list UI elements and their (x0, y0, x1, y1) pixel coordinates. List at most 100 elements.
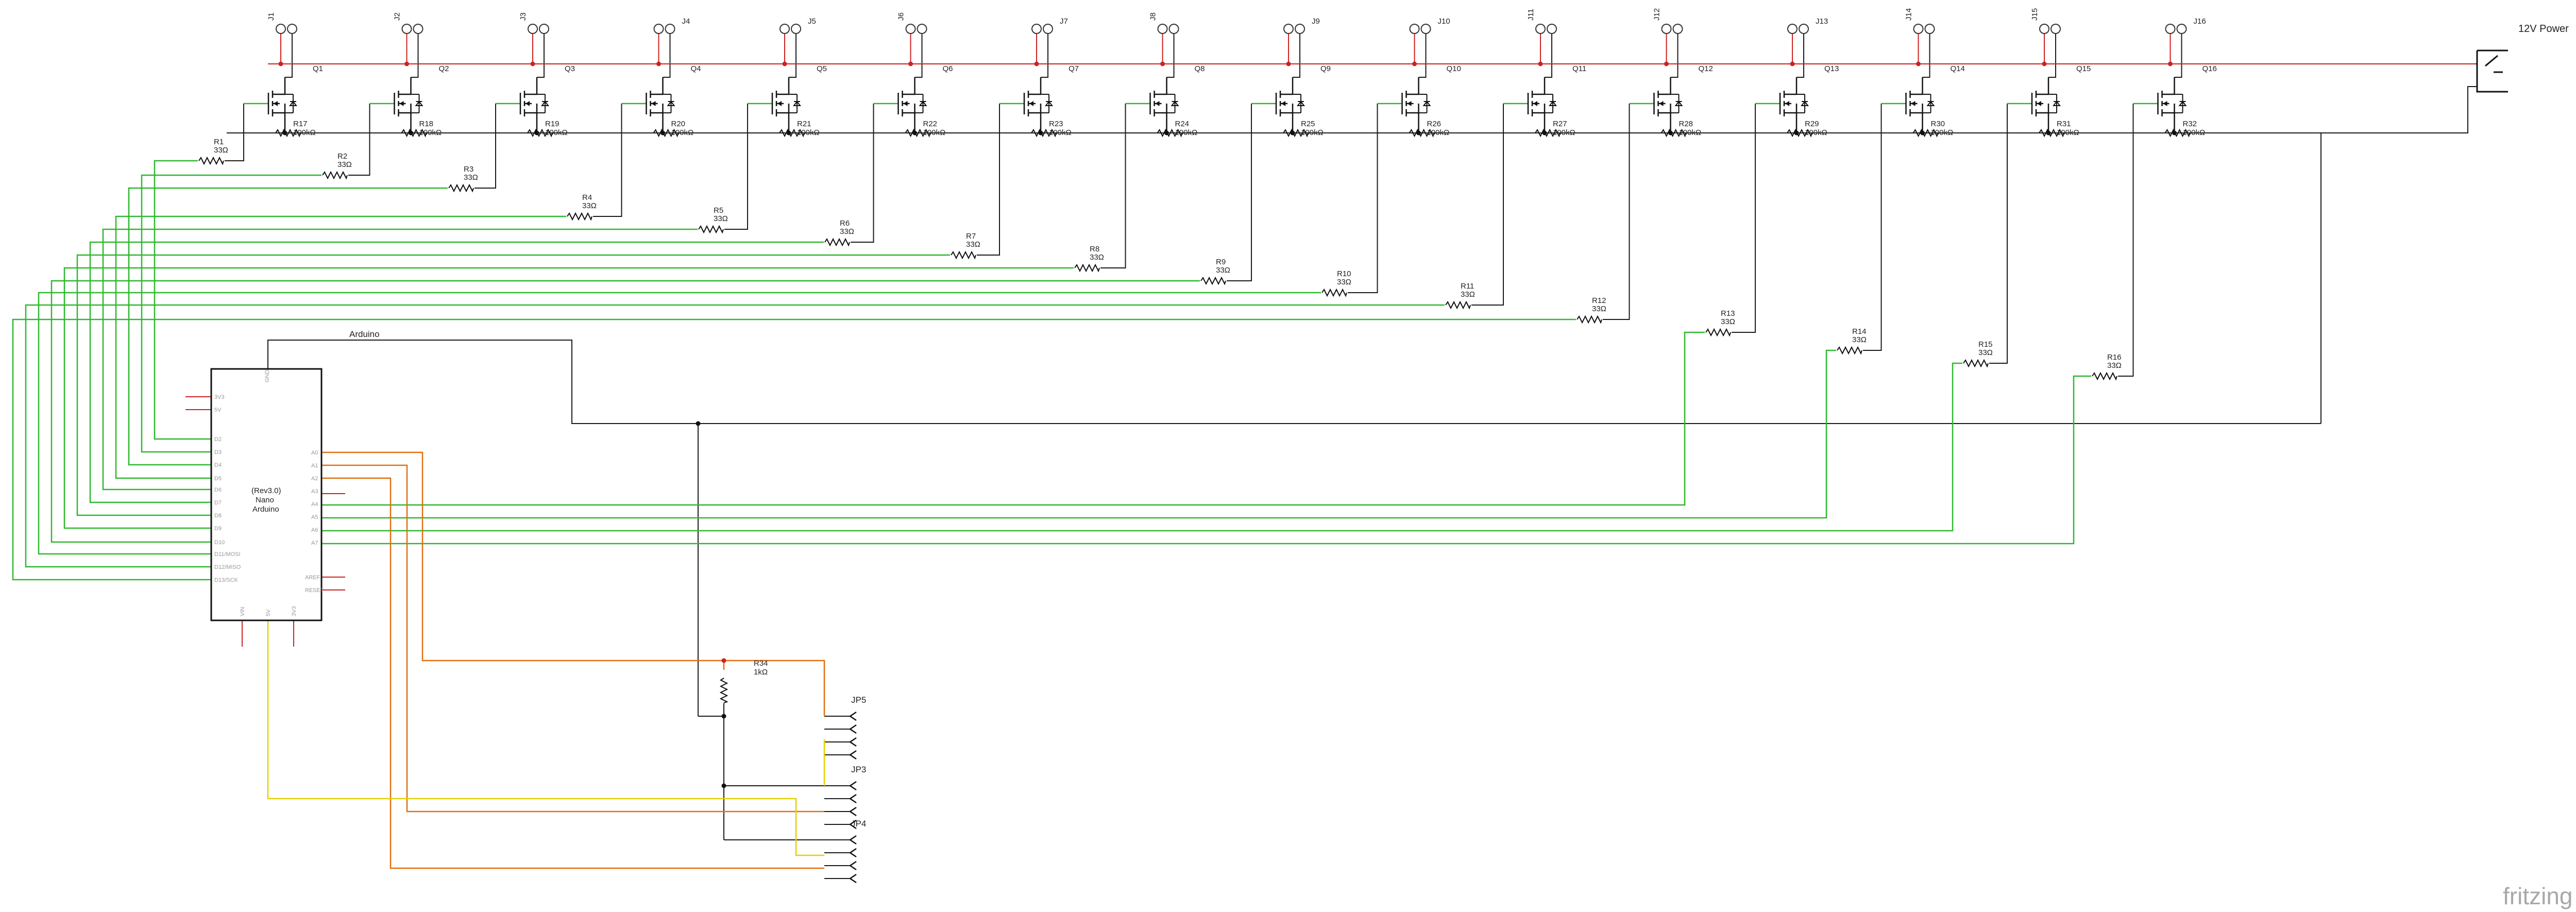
gate-resistor[interactable] (1074, 263, 1100, 273)
connector-pin[interactable] (1043, 24, 1053, 34)
connector-pin[interactable] (1031, 24, 1042, 34)
gate-resistor[interactable] (1705, 328, 1731, 337)
nano-pin-label: D9 (214, 526, 222, 532)
pulldown-resistor[interactable] (1787, 128, 1812, 138)
gate-resistor[interactable] (1837, 346, 1862, 355)
drain-link (537, 72, 545, 78)
header-pin[interactable] (850, 835, 857, 845)
gate-signal-12 (12, 318, 1576, 581)
channel-16 (2157, 24, 2191, 138)
pulldown-resistor[interactable] (653, 128, 679, 138)
power-label: 12V Power (2518, 23, 2569, 35)
connector-pin[interactable] (653, 24, 664, 34)
gate-resistor[interactable] (1200, 276, 1226, 285)
pulldown-label: R30 (1931, 120, 1945, 128)
gate-resistor[interactable] (198, 156, 224, 165)
connector-pin[interactable] (401, 24, 412, 34)
connector-pin[interactable] (1409, 24, 1420, 34)
yellow-line-1 (267, 620, 824, 856)
connector-pin[interactable] (1157, 24, 1168, 34)
pulldown-resistor[interactable] (275, 128, 301, 138)
header-pin[interactable] (850, 860, 857, 871)
header-pin[interactable] (850, 873, 857, 884)
labels: J1Q1R17100kΩJ2Q2R18100kΩJ3Q3R19100kΩJ4Q4… (214, 8, 2217, 829)
arduino-nano[interactable]: (Rev3.0) Nano Arduino GND (210, 368, 323, 621)
gate-resistor[interactable] (1445, 300, 1471, 310)
connector-pin[interactable] (917, 24, 927, 34)
gate-resistor[interactable] (448, 183, 474, 193)
pulldown-resistor[interactable] (1660, 128, 1687, 138)
connector-pin[interactable] (1799, 24, 1809, 34)
r34-resistor[interactable] (719, 678, 728, 703)
junction-dot (1920, 130, 1925, 136)
header-pin[interactable] (850, 819, 857, 830)
header-pin[interactable] (850, 750, 857, 760)
gate-resistor[interactable] (1321, 288, 1347, 297)
connector-pin[interactable] (2050, 24, 2061, 34)
connector-label: J10 (1438, 17, 1450, 26)
analog-signal-3 (321, 362, 1962, 532)
header-pin[interactable] (850, 724, 857, 734)
connector-pin[interactable] (1787, 24, 1798, 34)
header-pin[interactable] (850, 848, 857, 858)
connector-pin[interactable] (2176, 24, 2187, 34)
gate-resistor[interactable] (1963, 359, 1989, 368)
pulldown-resistor[interactable] (1283, 128, 1309, 138)
connector-pin[interactable] (2039, 24, 2049, 34)
connector-pin[interactable] (276, 24, 286, 34)
connector-pin[interactable] (539, 24, 549, 34)
mosfet-arrow (2163, 101, 2167, 106)
connector-pin[interactable] (413, 24, 423, 34)
gate-resistor[interactable] (2092, 371, 2117, 381)
gate-resistor[interactable] (1577, 315, 1602, 324)
connector-pin[interactable] (1924, 24, 1935, 34)
drain-link (914, 72, 923, 78)
pulldown-resistor[interactable] (2039, 128, 2064, 138)
gate-resistor[interactable] (322, 171, 348, 180)
header-pin[interactable] (850, 711, 857, 721)
pulldown-resistor[interactable] (401, 128, 427, 138)
header-pin[interactable] (850, 781, 857, 791)
pulldown-resistor[interactable] (779, 128, 805, 138)
pulldown-resistor[interactable] (1912, 128, 1939, 138)
header-pin[interactable] (850, 806, 857, 817)
connector-pin[interactable] (1283, 24, 1294, 34)
pulldown-resistor[interactable] (527, 128, 553, 138)
gate-resistor-value: 33Ω (966, 240, 980, 249)
header-pin[interactable] (850, 793, 857, 804)
gate-signal-6 (89, 241, 824, 503)
pulldown-resistor[interactable] (1535, 128, 1561, 138)
gate-route (474, 113, 496, 189)
connector-pin[interactable] (1420, 24, 1431, 34)
gate-resistor[interactable] (824, 238, 850, 247)
connector-pin[interactable] (2165, 24, 2176, 34)
connector-pin[interactable] (1295, 24, 1305, 34)
connector-pin[interactable] (528, 24, 538, 34)
connector-pin[interactable] (1535, 24, 1546, 34)
connector-pin[interactable] (1547, 24, 1557, 34)
connector-pin[interactable] (1661, 24, 1672, 34)
mosfet-label: Q3 (565, 64, 575, 73)
gate-signal-9 (50, 280, 1200, 543)
connector-pin[interactable] (791, 24, 801, 34)
connector-pin[interactable] (665, 24, 675, 34)
channel-15 (2031, 24, 2064, 138)
pulldown-resistor[interactable] (1031, 128, 1057, 138)
connector-pin[interactable] (287, 24, 297, 34)
connector-pin[interactable] (1913, 24, 1924, 34)
connector-pin[interactable] (779, 24, 790, 34)
connector-pin[interactable] (1672, 24, 1683, 34)
pulldown-resistor[interactable] (2164, 128, 2191, 138)
pulldown-value: 100kΩ (545, 128, 568, 137)
drain-link (1545, 72, 1552, 78)
pulldown-resistor[interactable] (1157, 128, 1183, 138)
connector-pin[interactable] (1168, 24, 1179, 34)
header-pin[interactable] (850, 737, 857, 747)
pulldown-resistor[interactable] (1409, 128, 1435, 138)
gate-resistor[interactable] (567, 212, 592, 221)
gate-resistor[interactable] (698, 225, 724, 234)
pulldown-resistor[interactable] (905, 128, 931, 138)
power-jack[interactable] (2476, 49, 2508, 93)
gate-resistor[interactable] (951, 250, 976, 260)
connector-pin[interactable] (905, 24, 916, 34)
